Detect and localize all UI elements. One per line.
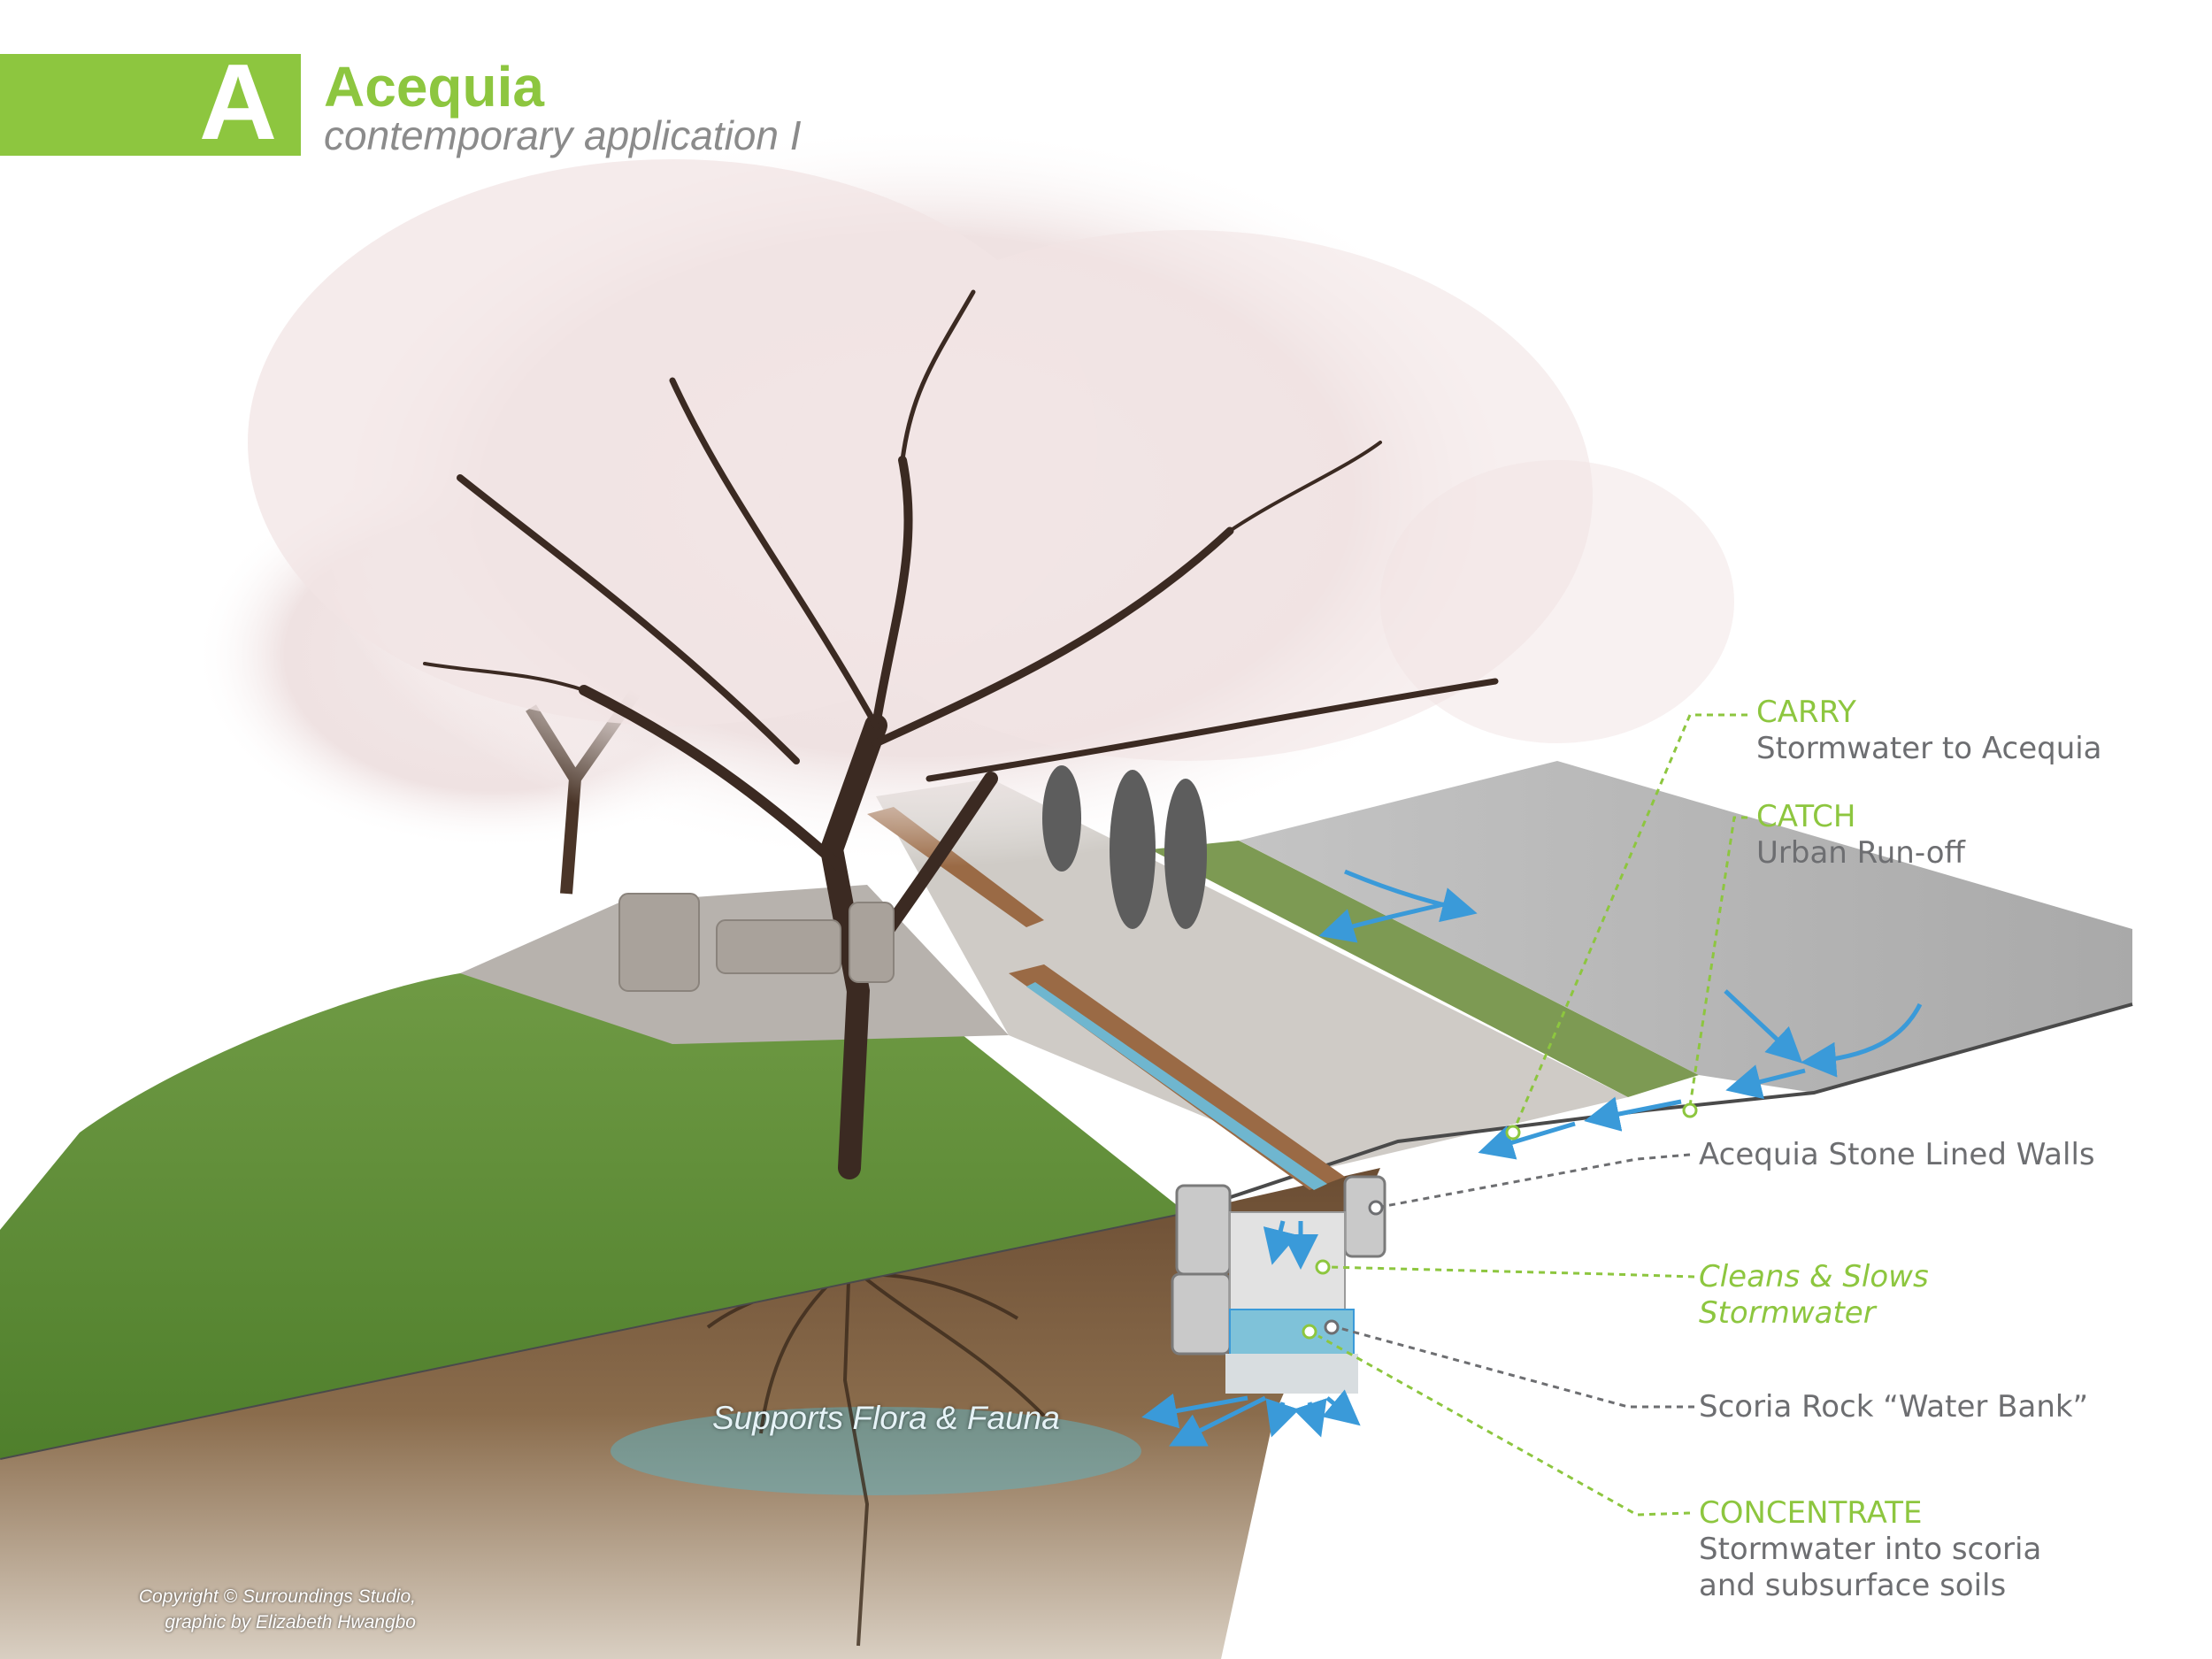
aquifer-zone bbox=[611, 1407, 1141, 1495]
label-catch: CATCH Urban Run-off bbox=[1756, 799, 1965, 872]
label-flora-fauna: Supports Flora & Fauna bbox=[712, 1400, 1060, 1436]
concentrate-line2: and subsurface soils bbox=[1699, 1568, 2007, 1603]
flow-arrows bbox=[1141, 869, 1923, 1447]
catch-text: Urban Run-off bbox=[1756, 835, 1965, 871]
page-title: Acequia bbox=[324, 55, 544, 119]
stone-wall-section bbox=[1171, 1175, 1386, 1356]
section-letter: A bbox=[199, 42, 278, 162]
cleans-line2: Stormwater bbox=[1699, 1295, 1876, 1331]
leader-lines bbox=[1317, 713, 1747, 1517]
grass-ground bbox=[0, 973, 1186, 1458]
acequia-water bbox=[1026, 982, 1327, 1190]
label-scoria: Scoria Rock “Water Bank” bbox=[1699, 1389, 2089, 1425]
cherry-tree bbox=[248, 124, 1734, 1179]
roadway bbox=[1239, 761, 2132, 1093]
gravel-layer bbox=[1229, 1211, 1346, 1310]
acequia-channel bbox=[1009, 964, 1345, 1190]
stone-benches bbox=[618, 893, 895, 992]
carry-text: Stormwater to Acequia bbox=[1756, 731, 2102, 766]
section-badge bbox=[0, 54, 301, 156]
carry-heading: CARRY bbox=[1756, 695, 1856, 730]
leader-dots-gray bbox=[1324, 1200, 1384, 1335]
catch-heading: CATCH bbox=[1756, 799, 1856, 834]
copyright-line1: Copyright © Surroundings Studio, bbox=[138, 1586, 416, 1607]
label-cleans: Cleans & Slows Stormwater bbox=[1699, 1259, 1929, 1332]
leader-dots bbox=[1302, 1102, 1698, 1340]
soil-section bbox=[0, 1168, 1380, 1659]
copyright-credit: Copyright © Surroundings Studio, graphic… bbox=[80, 1584, 416, 1635]
page-subtitle: contemporary application I bbox=[324, 112, 802, 158]
label-carry: CARRY Stormwater to Acequia bbox=[1756, 695, 2102, 767]
sidewalk bbox=[876, 779, 1628, 1168]
cleans-line1: Cleans & Slows bbox=[1699, 1259, 1929, 1294]
pedestrians bbox=[1042, 765, 1207, 929]
scoria-rock-base bbox=[1225, 1354, 1358, 1394]
concentrate-heading: CONCENTRATE bbox=[1699, 1495, 1923, 1531]
label-stone-walls: Acequia Stone Lined Walls bbox=[1699, 1137, 2095, 1172]
label-concentrate: CONCENTRATE Stormwater into scoria and s… bbox=[1699, 1495, 2041, 1604]
concentrate-line1: Stormwater into scoria bbox=[1699, 1532, 2042, 1567]
copyright-line2: graphic by Elizabeth Hwangbo bbox=[165, 1612, 416, 1632]
planting-strip bbox=[1150, 841, 1699, 1097]
